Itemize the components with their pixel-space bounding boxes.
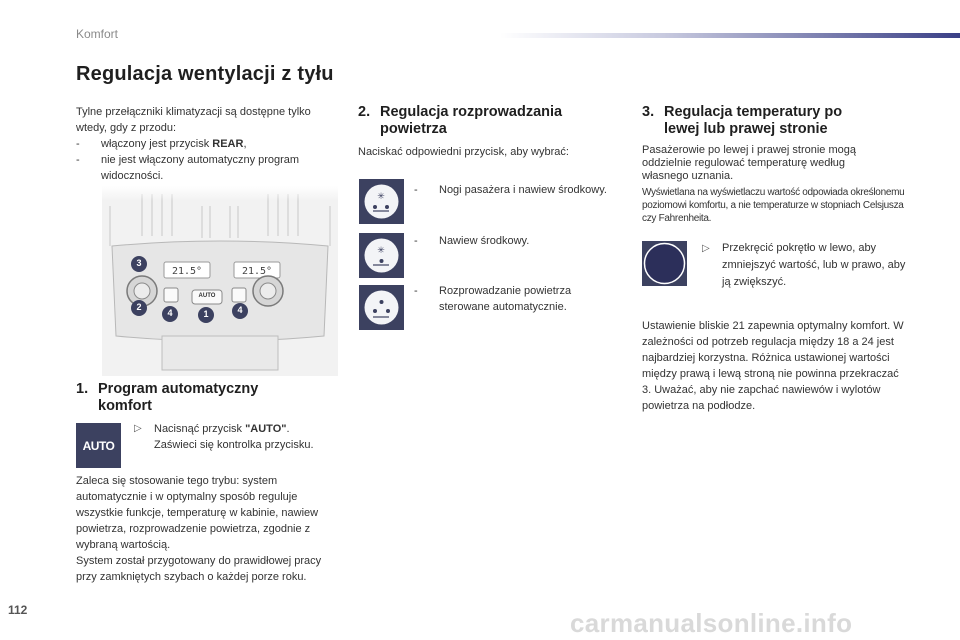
intro-text: Tylne przełączniki klimatyzacji są dostę… — [76, 106, 311, 134]
watermark: carmanualsonline.info — [570, 608, 853, 638]
feet-and-center-vent-icon: ✳ — [359, 179, 404, 224]
section2-intro: Naciskać odpowiedni przycisk, aby wybrać… — [358, 146, 569, 158]
intro-bullet: -nie jest włączony automatyczny program … — [76, 154, 300, 182]
callout-2: 2 — [136, 302, 142, 312]
svg-text:✳: ✳ — [377, 245, 385, 255]
panel-auto-label: AUTO — [198, 293, 216, 299]
intro-bullet: -włączony jest przycisk REAR, — [76, 138, 247, 150]
triangle-bullet-icon: ▷ — [702, 243, 710, 254]
section1-heading: 1.Program automatyczny komfort — [76, 381, 259, 414]
left-temp-display: 21.5° — [171, 266, 203, 277]
header-bar — [500, 33, 960, 38]
section3-intro: Pasażerowie po lewej i prawej stronie mo… — [642, 144, 856, 182]
callout-1: 1 — [203, 309, 209, 319]
callout-4: 4 — [167, 308, 173, 318]
auto-button: AUTO — [76, 423, 121, 468]
temperature-knob-icon — [642, 241, 687, 286]
option-feet-center: -Nogi pasażera i nawiew środkowy. — [414, 184, 607, 196]
page-number: 112 — [8, 603, 28, 617]
section1-body: Zaleca się stosowanie tego trybu: system… — [76, 475, 322, 583]
option-center: -Nawiew środkowy. — [414, 235, 530, 247]
section3-instruction: ▷ Przekręcić pokrętło w lewo, aby zmniej… — [702, 242, 906, 288]
center-vent-icon: ✳ — [359, 233, 404, 278]
intro-bullets: -włączony jest przycisk REAR, -nie jest … — [76, 136, 338, 184]
page-title: Regulacja wentylacji z tyłu — [76, 63, 334, 85]
option-auto: -Rozprowadzanie powietrza sterowane auto… — [414, 285, 572, 313]
section2-heading: 2.Regulacja rozprowadzania powietrza — [358, 104, 563, 137]
callout-3: 3 — [136, 258, 142, 268]
right-temp-display: 21.5° — [241, 266, 273, 277]
section3-note: Wyświetlana na wyświetlaczu wartość odpo… — [642, 187, 905, 224]
section3-heading: 3.Regulacja temperatury po lewej lub pra… — [642, 104, 843, 137]
triangle-bullet-icon: ▷ — [134, 423, 142, 434]
auto-distribution-icon — [359, 285, 404, 330]
svg-text:✳: ✳ — [377, 191, 385, 201]
callout-4: 4 — [237, 305, 243, 315]
section-label: Komfort — [76, 27, 119, 41]
rear-climate-panel-illustration: 21.5° 21.5° AUTO 3 2 4 1 4 — [102, 186, 338, 376]
section3-body: Ustawienie bliskie 21 zapewnia optymalny… — [642, 320, 904, 412]
section1-instruction: ▷ Nacisnąć przycisk "AUTO". Zaświeci się… — [134, 423, 314, 451]
intro-block: Tylne przełączniki klimatyzacji są dostę… — [76, 104, 338, 184]
